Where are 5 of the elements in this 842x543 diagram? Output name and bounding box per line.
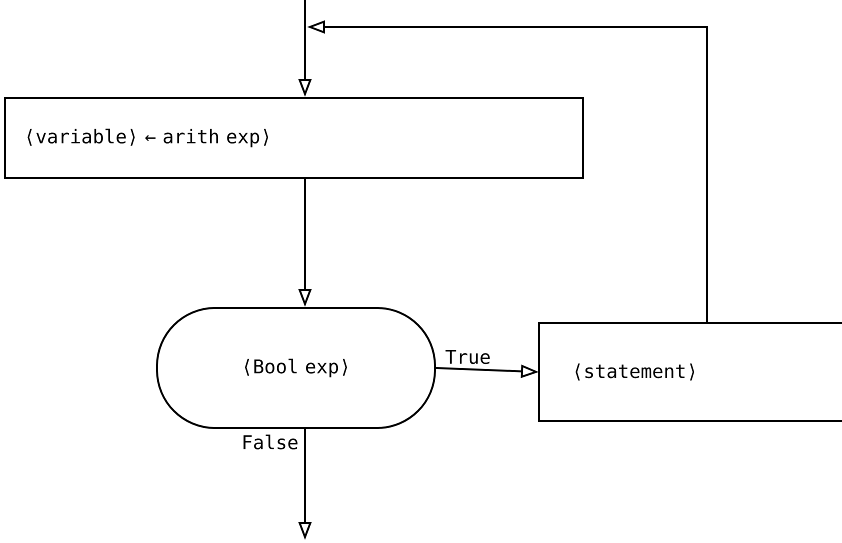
edge-label: True <box>444 348 492 366</box>
process-box: ⟨variable⟩ ← arith exp⟩ <box>4 97 584 179</box>
decision-terminal: ⟨Bool exp⟩ <box>156 307 436 429</box>
process-box: ⟨statement⟩ <box>538 322 842 422</box>
edge-label: False <box>240 434 300 450</box>
